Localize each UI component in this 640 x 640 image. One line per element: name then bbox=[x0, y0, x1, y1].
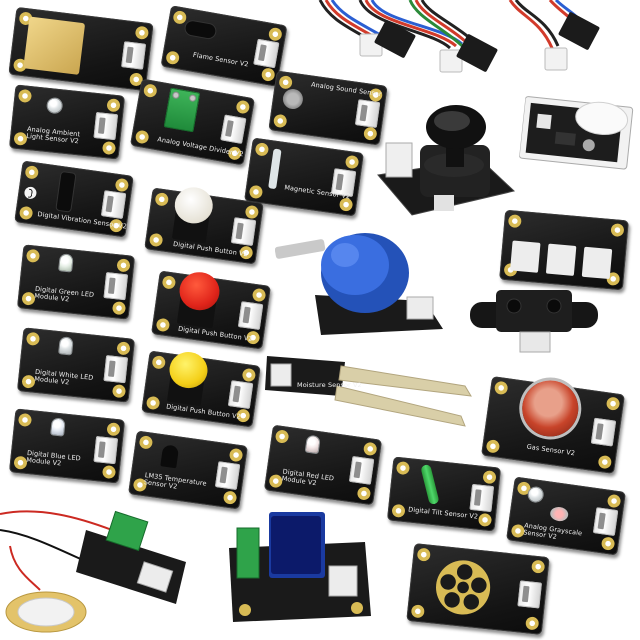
green-led bbox=[59, 254, 73, 272]
digital-vibration-module: Digital Vibration Sensor V2 bbox=[14, 160, 134, 238]
potentiometer-icon bbox=[275, 233, 443, 335]
yellow-button-module: Digital Push Button V2 bbox=[141, 349, 261, 428]
digital-white-led-module: Digital White LED Module V2 bbox=[16, 327, 136, 403]
analog-voltage-divider-module: Analog Voltage Divider V2 bbox=[129, 78, 256, 166]
capacitive-touch-module bbox=[406, 543, 550, 635]
joystick-module bbox=[372, 105, 517, 225]
ir-distance-sensor-icon bbox=[470, 290, 598, 353]
digital-tilt-module: Digital Tilt Sensor V2 bbox=[386, 456, 502, 532]
relay-module bbox=[225, 512, 375, 624]
joystick-icon bbox=[377, 105, 516, 216]
pir-sensor-module bbox=[518, 92, 638, 173]
potentiometer-module bbox=[275, 225, 445, 337]
red-button-module: Digital Push Button V2 bbox=[151, 269, 271, 350]
moisture-label: Moisture Sensor V2 bbox=[297, 381, 362, 389]
piezo-disc-module bbox=[0, 500, 200, 640]
analog-ambient-light-module: Analog Ambient Light Sensor V2 bbox=[8, 84, 126, 160]
analog-grayscale-module: Analog Grayscale Sensor V2 bbox=[506, 476, 626, 556]
flame-sensor-module: Flame Sensor V2 bbox=[160, 5, 288, 87]
touch-pad bbox=[23, 16, 86, 75]
white-led bbox=[59, 337, 73, 355]
cable-icon bbox=[318, 0, 600, 73]
ir-distance-sensor-module bbox=[470, 290, 598, 354]
lm35-chip bbox=[160, 444, 180, 469]
touch-pad-module bbox=[8, 6, 154, 92]
blue-led bbox=[51, 418, 65, 436]
moisture-sensor-module: Moisture Sensor V2 bbox=[265, 350, 475, 438]
relay-board-module bbox=[499, 209, 629, 291]
digital-blue-led-module: Digital Blue LED Module V2 bbox=[8, 408, 126, 484]
digital-red-led-module: Digital Red LED Module V2 bbox=[263, 424, 383, 506]
relay-icon bbox=[229, 512, 371, 622]
touch-flower-icon bbox=[436, 560, 491, 615]
digital-green-led-module: Digital Green LED Module V2 bbox=[16, 244, 136, 320]
gas-sensor-module: Gas Sensor V2 bbox=[481, 376, 625, 474]
red-led bbox=[305, 435, 320, 454]
pir-sensor-icon bbox=[518, 96, 634, 170]
moisture-probe bbox=[265, 356, 472, 427]
lm35-temperature-module: LM35 Temperature Sensor V2 bbox=[128, 430, 248, 510]
piezo-disc-icon bbox=[0, 510, 186, 633]
